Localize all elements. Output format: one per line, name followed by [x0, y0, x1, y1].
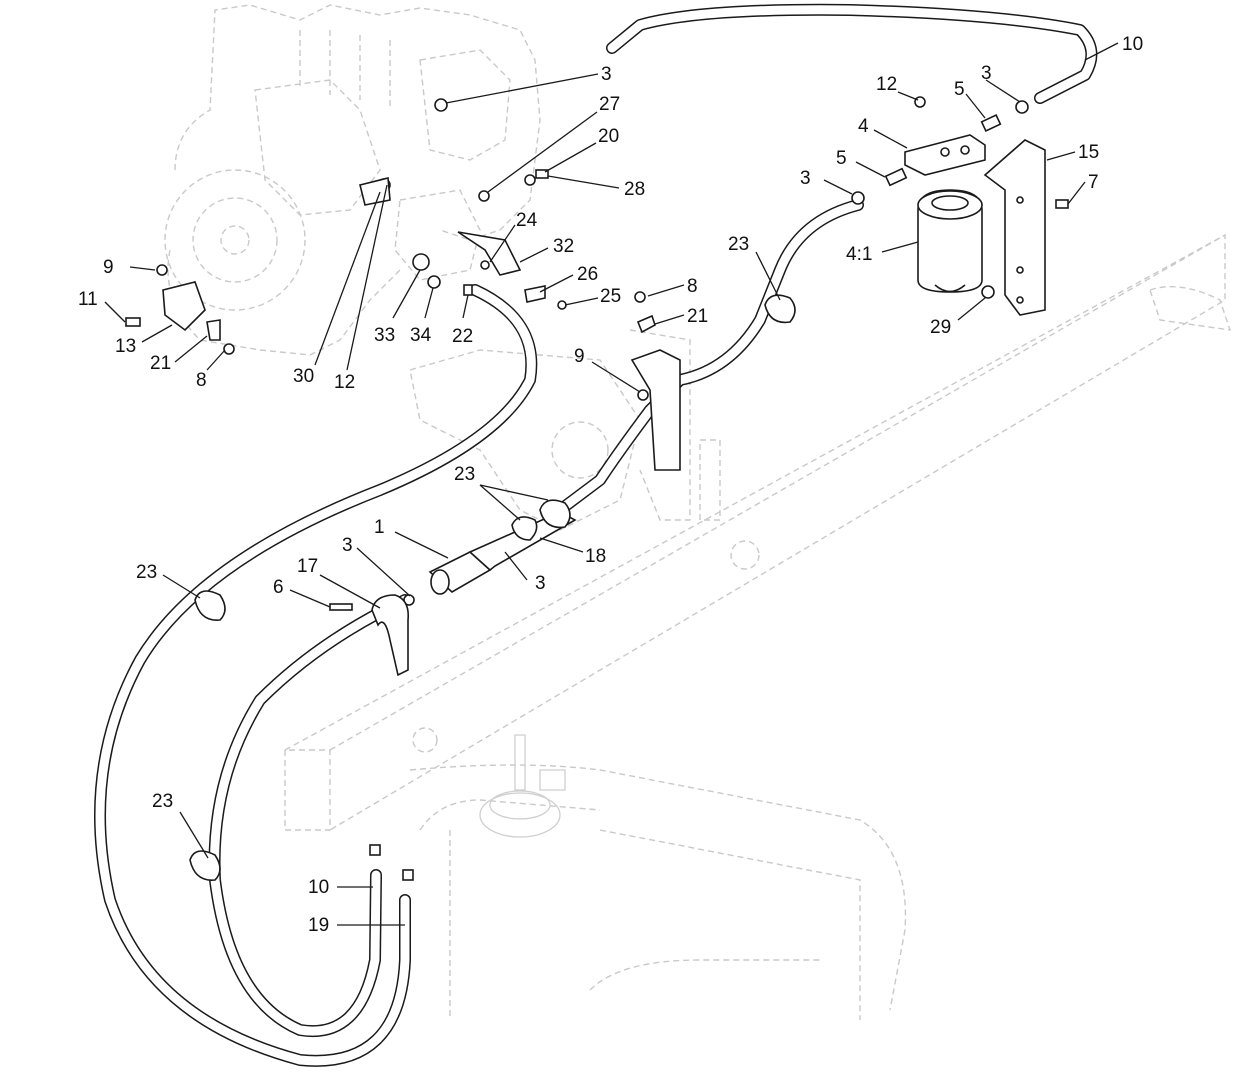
callout-11: 11 [78, 289, 98, 310]
fuel-tank-ghost [409, 764, 907, 1020]
frame-rail-ghost [284, 233, 1232, 831]
callout-5: 5 [954, 79, 965, 100]
callout-23: 23 [454, 464, 475, 485]
filter-head-bracket [904, 134, 986, 176]
callout-27: 27 [599, 94, 620, 115]
callout-10: 10 [1122, 34, 1143, 55]
callout-12: 12 [334, 372, 355, 393]
callout-9: 9 [574, 346, 585, 367]
callout-23: 23 [728, 234, 749, 255]
clamp-bracket [371, 594, 410, 677]
callout-10: 10 [308, 877, 329, 898]
engine-ghost [164, 4, 541, 356]
callout-15: 15 [1078, 142, 1099, 163]
callout-26: 26 [577, 264, 598, 285]
inline-fuel-filter [428, 511, 577, 595]
callout-28: 28 [624, 179, 645, 200]
fuel-cap [479, 734, 566, 838]
callout-23: 23 [152, 791, 173, 812]
callout-4-1: 4:1 [846, 244, 872, 265]
callout-9: 9 [103, 257, 114, 278]
callout-6: 6 [273, 577, 284, 598]
callout-20: 20 [598, 126, 619, 147]
callout-1: 1 [374, 517, 385, 538]
callout-3: 3 [342, 535, 353, 556]
callout-29: 29 [930, 317, 951, 338]
callout-33: 33 [374, 325, 395, 346]
engine-bracket [162, 281, 221, 341]
callout-17: 17 [297, 556, 318, 577]
callout-23: 23 [136, 562, 157, 583]
callout-labels: 10 3 12 5 3 27 20 4 15 5 7 28 3 24 23 4:… [78, 34, 1143, 936]
callout-22: 22 [452, 326, 473, 347]
filter-mount-plate [983, 139, 1046, 316]
callout-3: 3 [601, 64, 612, 85]
callout-30: 30 [293, 366, 314, 387]
callout-32: 32 [553, 236, 574, 257]
callout-34: 34 [410, 325, 432, 346]
callout-18: 18 [585, 546, 606, 567]
callout-12: 12 [876, 74, 897, 95]
callout-7: 7 [1088, 172, 1099, 193]
callout-21: 21 [150, 353, 171, 374]
callout-24: 24 [516, 210, 538, 231]
hose-bracket [359, 176, 546, 303]
callout-19: 19 [308, 915, 329, 936]
hose-clamps [189, 294, 796, 881]
callout-13: 13 [115, 336, 136, 357]
callout-3: 3 [535, 573, 546, 594]
callout-8: 8 [196, 370, 207, 391]
callout-4: 4 [858, 116, 869, 137]
callout-3: 3 [800, 168, 811, 189]
frame-hose-bracket [630, 349, 681, 471]
callout-21: 21 [687, 306, 708, 327]
callout-3: 3 [981, 63, 992, 84]
callout-8: 8 [687, 276, 698, 297]
callout-25: 25 [600, 286, 621, 307]
leader-lines [104, 42, 1119, 926]
fuel-filter [917, 189, 983, 293]
callout-5: 5 [836, 148, 847, 169]
mount-plate-ghost [409, 329, 691, 531]
